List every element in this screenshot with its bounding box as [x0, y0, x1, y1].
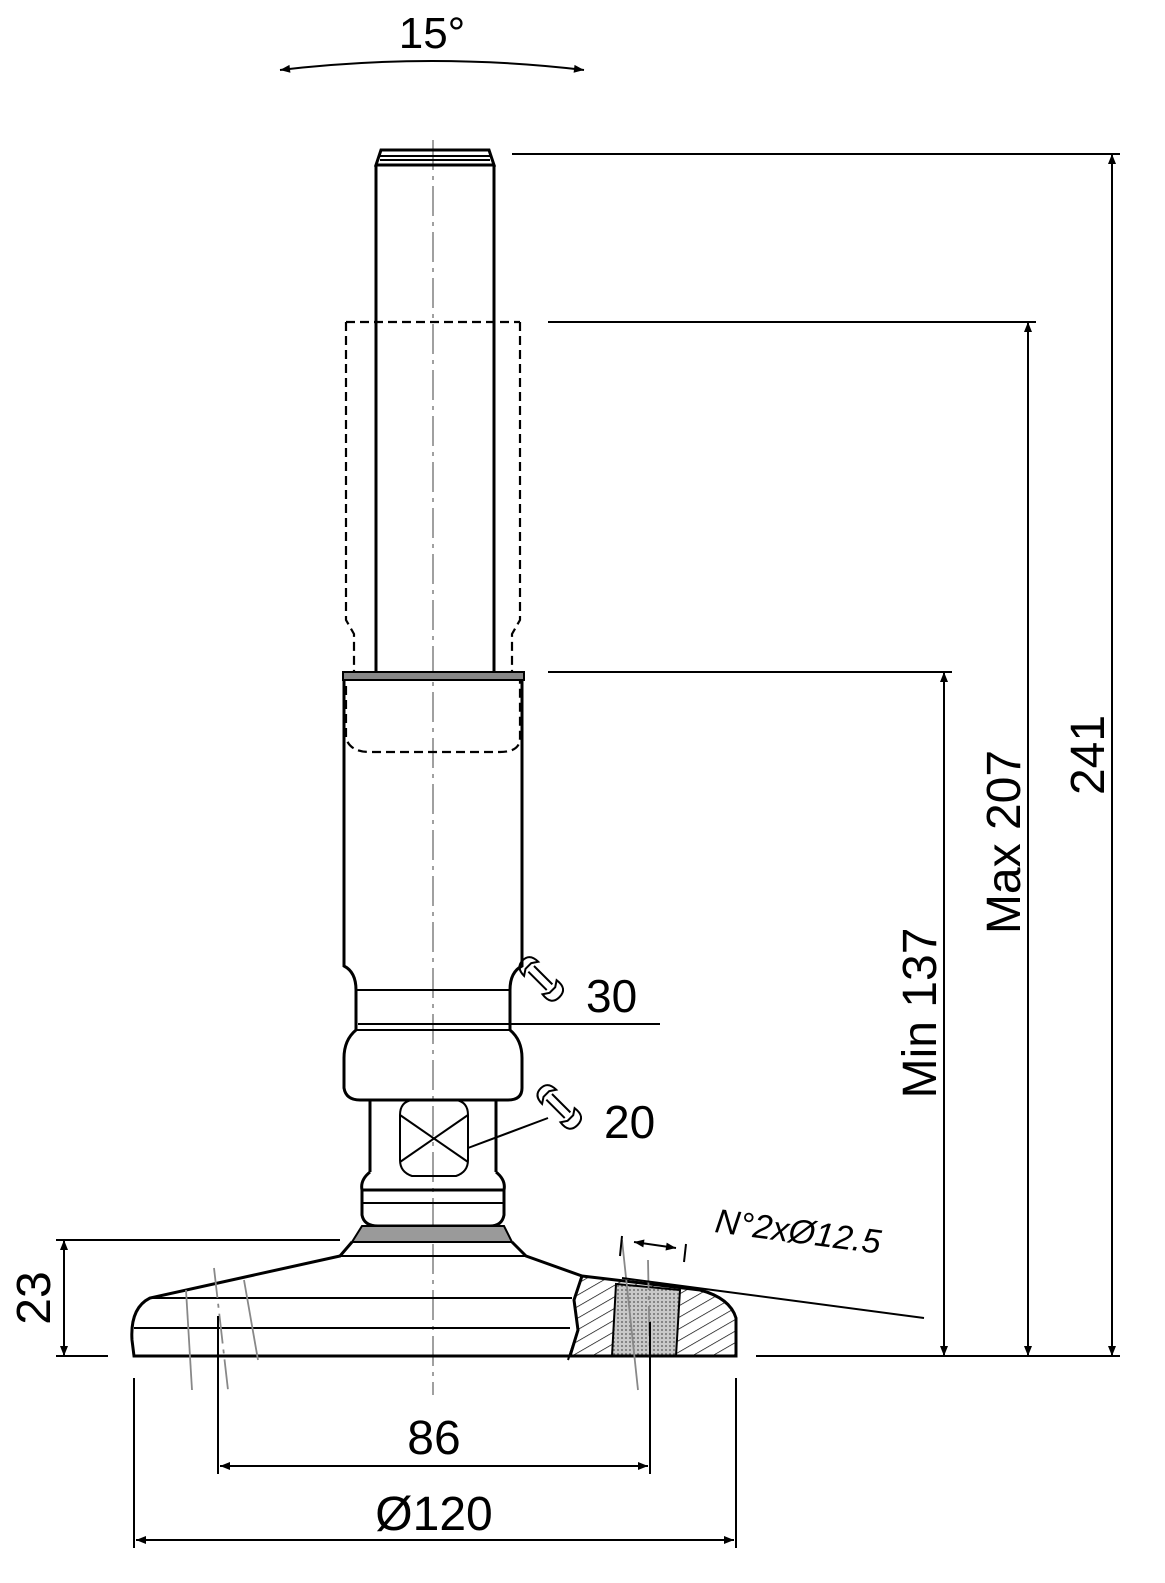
extended-body-hidden — [344, 320, 522, 754]
wrench-20-callout: 20 — [467, 1084, 655, 1149]
tilt-angle-dimension: 15° — [279, 9, 585, 73]
base-diameter-label: Ø120 — [375, 1488, 492, 1541]
max-height-label: Max 207 — [978, 750, 1031, 934]
min-height-label: Min 137 — [894, 928, 947, 1099]
base-plate — [130, 1240, 738, 1361]
tilt-ghost-lines — [185, 1239, 651, 1391]
wrench-20-label: 20 — [604, 1096, 655, 1148]
hole-spacing-dimension: 86 — [217, 1316, 651, 1474]
base-diameter-dimension: Ø120 — [133, 1378, 737, 1548]
wrench-icon — [536, 1084, 583, 1130]
wrench-icon — [518, 956, 565, 1002]
total-height-label: 241 — [1062, 715, 1115, 795]
ball-joint-ring — [350, 1225, 514, 1243]
anti-slip-insert — [610, 1282, 682, 1357]
threaded-stud — [373, 148, 497, 672]
wrench-30-callout: 30 — [358, 956, 660, 1025]
height-dimensions: 241 Max 207 Min 137 — [512, 153, 1120, 1357]
base-thickness-label: 23 — [8, 1271, 61, 1324]
wrench-30-label: 30 — [586, 970, 637, 1022]
hex-nut — [360, 1099, 506, 1228]
hole-spacing-label: 86 — [407, 1412, 460, 1465]
base-thickness-dimension: 23 — [8, 1239, 340, 1357]
holes-note-label: N°2xØ12.5 — [713, 1202, 883, 1261]
tilt-angle-label: 15° — [399, 9, 466, 58]
tilt-arc — [279, 60, 585, 73]
